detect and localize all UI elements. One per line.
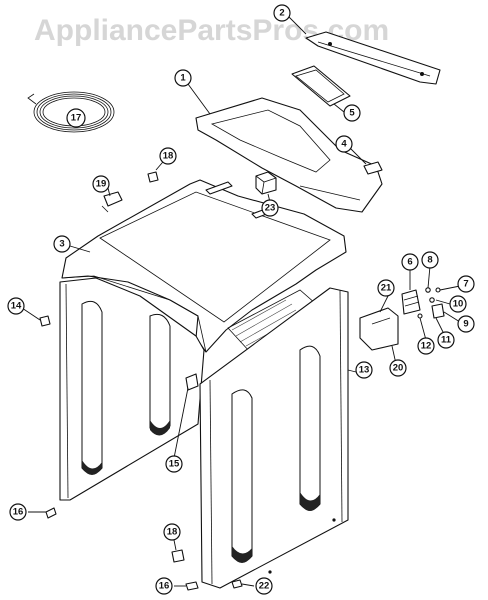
svg-text:21: 21 xyxy=(381,283,392,294)
callout-18-top: 18 xyxy=(159,147,177,165)
callout-13: 13 xyxy=(355,361,373,379)
part-cabinet-front-panel xyxy=(199,287,349,589)
svg-text:20: 20 xyxy=(393,363,404,374)
svg-text:16: 16 xyxy=(13,507,24,518)
part-nut-bottom xyxy=(171,549,185,563)
part-cabinet-left-panel xyxy=(59,277,205,501)
svg-text:11: 11 xyxy=(441,335,452,346)
svg-text:18: 18 xyxy=(163,151,174,162)
callout-21: 19 xyxy=(92,175,110,193)
svg-text:7: 7 xyxy=(463,279,468,290)
callout-9: 9 xyxy=(457,315,475,333)
callout-17: 17 xyxy=(66,108,86,128)
part-lid-hinge xyxy=(101,191,123,213)
part-lid-switch-assembly xyxy=(401,287,445,319)
callout-18-bottom: 18 xyxy=(163,523,181,541)
part-switch-bracket xyxy=(359,307,399,351)
part-relay xyxy=(255,171,277,195)
svg-text:15: 15 xyxy=(169,459,180,470)
callout-16-bottom: 16 xyxy=(155,577,173,595)
svg-text:23: 23 xyxy=(265,203,276,214)
callout-16-left: 16 xyxy=(9,503,27,521)
svg-text:5: 5 xyxy=(349,108,355,119)
callout-6: 6 xyxy=(401,253,419,271)
part-screw-left xyxy=(45,507,57,519)
callout-10: 10 xyxy=(449,295,467,313)
svg-text:22: 22 xyxy=(259,581,270,592)
callout-23: 23 xyxy=(261,199,279,217)
svg-text:9: 9 xyxy=(463,319,468,330)
callout-4: 4 xyxy=(335,135,353,153)
svg-text:6: 6 xyxy=(407,257,412,268)
callout-12: 12 xyxy=(417,337,435,355)
svg-text:17: 17 xyxy=(71,113,82,124)
svg-text:3: 3 xyxy=(59,239,64,250)
part-panel-bracket xyxy=(185,373,199,391)
callout-5: 5 xyxy=(343,104,361,122)
callout-8: 8 xyxy=(421,251,439,269)
part-top-trim-rail xyxy=(305,31,441,85)
callout-22: 22 xyxy=(255,577,273,595)
callout-14: 14 xyxy=(7,297,25,315)
svg-text:10: 10 xyxy=(453,299,464,310)
svg-text:18: 18 xyxy=(167,527,178,538)
svg-text:1: 1 xyxy=(180,73,186,84)
callout-11: 11 xyxy=(437,331,455,349)
leader-lines xyxy=(21,15,461,587)
svg-text:14: 14 xyxy=(11,301,22,312)
part-screw-bottom xyxy=(185,581,199,591)
callout-19: 20 xyxy=(389,359,407,377)
callout-15: 15 xyxy=(165,455,183,473)
callout-2: 2 xyxy=(273,4,291,22)
part-panel-clip xyxy=(39,315,51,327)
part-console-backsplash xyxy=(195,97,383,213)
svg-text:12: 12 xyxy=(421,341,432,352)
callout-3: 3 xyxy=(53,235,71,253)
svg-text:4: 4 xyxy=(341,139,347,150)
part-screw-22 xyxy=(231,579,243,589)
svg-text:8: 8 xyxy=(427,255,432,266)
callout-20: 21 xyxy=(377,279,395,297)
svg-text:19: 19 xyxy=(96,179,107,190)
svg-text:13: 13 xyxy=(359,365,370,376)
svg-text:16: 16 xyxy=(159,581,170,592)
part-control-board xyxy=(291,65,351,107)
callout-1: 1 xyxy=(174,69,192,87)
callout-7: 7 xyxy=(457,275,475,293)
part-console-switch xyxy=(363,161,383,175)
svg-text:2: 2 xyxy=(279,8,284,19)
part-screw-top xyxy=(147,171,159,183)
